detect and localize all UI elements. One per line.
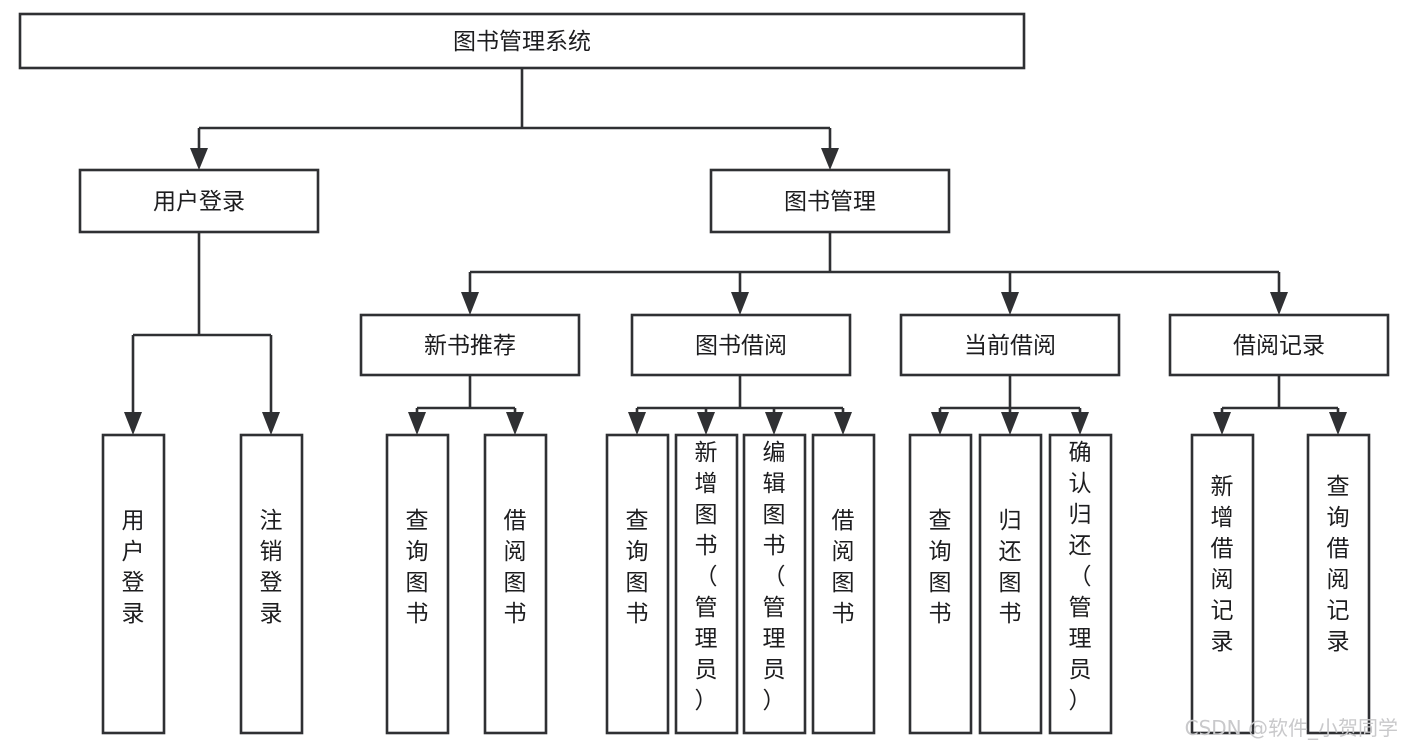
leaf-current-borrow-2-label: 归还图书 <box>999 508 1022 627</box>
arrow-icon-current-leaf2 <box>1001 412 1019 435</box>
leaf-borrow-record-2-label: 查询借阅记录 <box>1327 474 1350 655</box>
leaf-new-book-2-box[interactable] <box>483 433 548 735</box>
leaf-new-book-2-label: 借阅图书 <box>504 508 527 627</box>
node-current-borrow-box[interactable] <box>899 313 1121 377</box>
arrow-icon-borrow-leaf3 <box>765 412 783 435</box>
node-borrow-record-box[interactable] <box>1168 313 1390 377</box>
leaf-current-borrow-1-label: 查询图书 <box>929 508 952 627</box>
node-book-management-box[interactable] <box>709 168 951 234</box>
leaf-current-borrow-3-box[interactable] <box>1048 433 1113 735</box>
arrow-icon-root-bookmgmt <box>821 148 839 170</box>
leaf-user-login-2-label: 注销登录 <box>260 508 283 627</box>
leaf-book-borrow-1[interactable]: 查询图书 <box>605 433 670 735</box>
leaf-book-borrow-2-box[interactable] <box>674 433 739 735</box>
leaf-book-borrow-2-label: 新增图书（管理员） <box>695 440 718 714</box>
leaf-current-borrow-3-label: 确认归还（管理员） <box>1069 440 1092 714</box>
leaf-book-borrow-3[interactable]: 编辑图书（管理员） <box>742 433 807 735</box>
arrow-icon-current-leaf3 <box>1071 412 1089 435</box>
arrow-icon-record-leaf2 <box>1329 412 1347 435</box>
node-root-system-box[interactable] <box>18 12 1026 70</box>
node-book-borrow-label: 图书借阅 <box>695 333 787 359</box>
leaf-borrow-record-2[interactable]: 查询借阅记录 <box>1306 433 1371 735</box>
arrow-icon-borrow-leaf1 <box>628 412 646 435</box>
leaf-borrow-record-1-box[interactable] <box>1190 433 1255 735</box>
arrow-icon-login-leaf2 <box>262 412 280 435</box>
node-current-borrow-label: 当前借阅 <box>964 333 1056 359</box>
leaf-user-login-2-box[interactable] <box>239 433 304 735</box>
leaf-new-book-2[interactable]: 借阅图书 <box>483 433 548 735</box>
connector-layer <box>124 68 1347 435</box>
leaf-user-login-2[interactable]: 注销登录 <box>239 433 304 735</box>
csdn-watermark: CSDN @软件_小贺同学 <box>1185 716 1398 740</box>
leaf-current-borrow-2-box[interactable] <box>978 433 1043 735</box>
node-new-book-recommend-label: 新书推荐 <box>424 333 516 359</box>
arrow-icon-record-leaf1 <box>1213 412 1231 435</box>
node-root-system[interactable]: 图书管理系统 <box>18 12 1026 70</box>
arrow-icon-login-leaf1 <box>124 412 142 435</box>
node-borrow-record-label: 借阅记录 <box>1233 333 1325 359</box>
leaf-book-borrow-4[interactable]: 借阅图书 <box>811 433 876 735</box>
leaf-current-borrow-1-box[interactable] <box>908 433 973 735</box>
arrow-icon-borrow-leaf2 <box>697 412 715 435</box>
leaf-new-book-1[interactable]: 查询图书 <box>385 433 450 735</box>
node-book-management[interactable]: 图书管理 <box>709 168 951 234</box>
arrow-icon-record <box>1270 292 1288 315</box>
arrow-icon-root-login <box>190 148 208 170</box>
node-new-book-recommend-box[interactable] <box>359 313 581 377</box>
node-user-login-box[interactable] <box>78 168 320 234</box>
leaf-new-book-1-label: 查询图书 <box>406 508 429 627</box>
node-current-borrow[interactable]: 当前借阅 <box>899 313 1121 377</box>
leaf-current-borrow-3[interactable]: 确认归还（管理员） <box>1048 433 1113 735</box>
arrow-icon-newbook-leaf1 <box>408 412 426 435</box>
leaf-book-borrow-4-box[interactable] <box>811 433 876 735</box>
node-new-book-recommend[interactable]: 新书推荐 <box>359 313 581 377</box>
leaf-user-login-1-label: 用户登录 <box>122 508 145 627</box>
arrow-icon-newbook-leaf2 <box>506 412 524 435</box>
node-user-login-label: 用户登录 <box>153 189 245 215</box>
leaf-user-login-1-box[interactable] <box>101 433 166 735</box>
arrow-icon-newbook <box>461 292 479 315</box>
node-book-borrow[interactable]: 图书借阅 <box>630 313 852 377</box>
node-borrow-record[interactable]: 借阅记录 <box>1168 313 1390 377</box>
leaf-new-book-1-box[interactable] <box>385 433 450 735</box>
leaf-book-borrow-3-label: 编辑图书（管理员） <box>763 440 786 714</box>
node-book-borrow-box[interactable] <box>630 313 852 377</box>
leaf-book-borrow-4-label: 借阅图书 <box>832 508 855 627</box>
leaf-book-borrow-3-box[interactable] <box>742 433 807 735</box>
node-book-management-label: 图书管理 <box>784 189 876 215</box>
leaf-current-borrow-1[interactable]: 查询图书 <box>908 433 973 735</box>
arrow-icon-current <box>1001 292 1019 315</box>
leaf-borrow-record-2-box[interactable] <box>1306 433 1371 735</box>
leaf-user-login-1[interactable]: 用户登录 <box>101 433 166 735</box>
leaf-borrow-record-1-label: 新增借阅记录 <box>1211 474 1234 655</box>
leaf-book-borrow-2[interactable]: 新增图书（管理员） <box>674 433 739 735</box>
arrow-icon-borrow-leaf4 <box>834 412 852 435</box>
arrow-icon-borrow <box>731 292 749 315</box>
leaf-book-borrow-1-box[interactable] <box>605 433 670 735</box>
node-user-login[interactable]: 用户登录 <box>78 168 320 234</box>
leaf-book-borrow-1-label: 查询图书 <box>626 508 649 627</box>
leaf-current-borrow-2[interactable]: 归还图书 <box>978 433 1043 735</box>
node-root-system-label: 图书管理系统 <box>453 29 591 55</box>
arrow-icon-current-leaf1 <box>931 412 949 435</box>
leaf-borrow-record-1[interactable]: 新增借阅记录 <box>1190 433 1255 735</box>
